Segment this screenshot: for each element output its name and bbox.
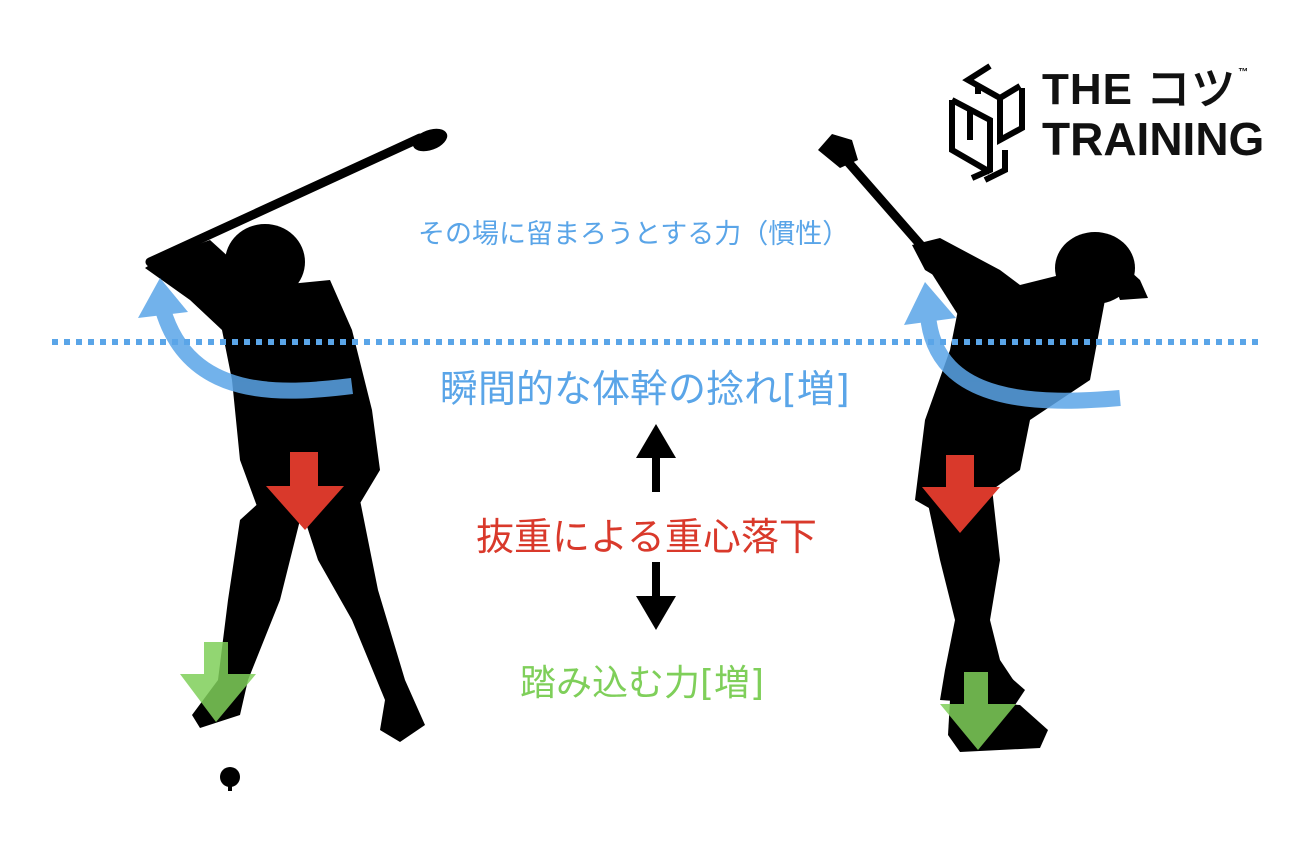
geometric-cube-logo-icon <box>949 63 1025 183</box>
push-force-label: 踏み込む力[増] <box>520 663 765 704</box>
up-arrow-icon <box>636 424 676 492</box>
right-weight-drop-arrow-icon <box>922 455 1000 533</box>
left-push-arrow-icon <box>180 642 256 722</box>
weight-drop-label: 抜重による重心落下 <box>476 515 817 559</box>
right-rotation-arrow-icon <box>904 282 1121 409</box>
golfer-right-silhouette <box>818 134 1148 752</box>
trunk-twist-label: 瞬間的な体幹の捻れ[増] <box>440 367 850 411</box>
left-weight-drop-arrow-icon <box>266 452 344 530</box>
down-arrow-icon <box>636 562 676 630</box>
logo-line2: TRAINING <box>1042 113 1265 165</box>
logo-trademark: ™ <box>1238 67 1250 78</box>
logo-line1: THE コツ <box>1042 65 1237 114</box>
golf-ball-icon <box>220 767 240 787</box>
right-push-arrow-icon <box>940 672 1016 750</box>
inertia-label: その場に留まろうとする力（慣性） <box>418 219 850 250</box>
golfer-left-silhouette <box>145 128 448 742</box>
left-rotation-arrow-icon <box>138 278 353 399</box>
